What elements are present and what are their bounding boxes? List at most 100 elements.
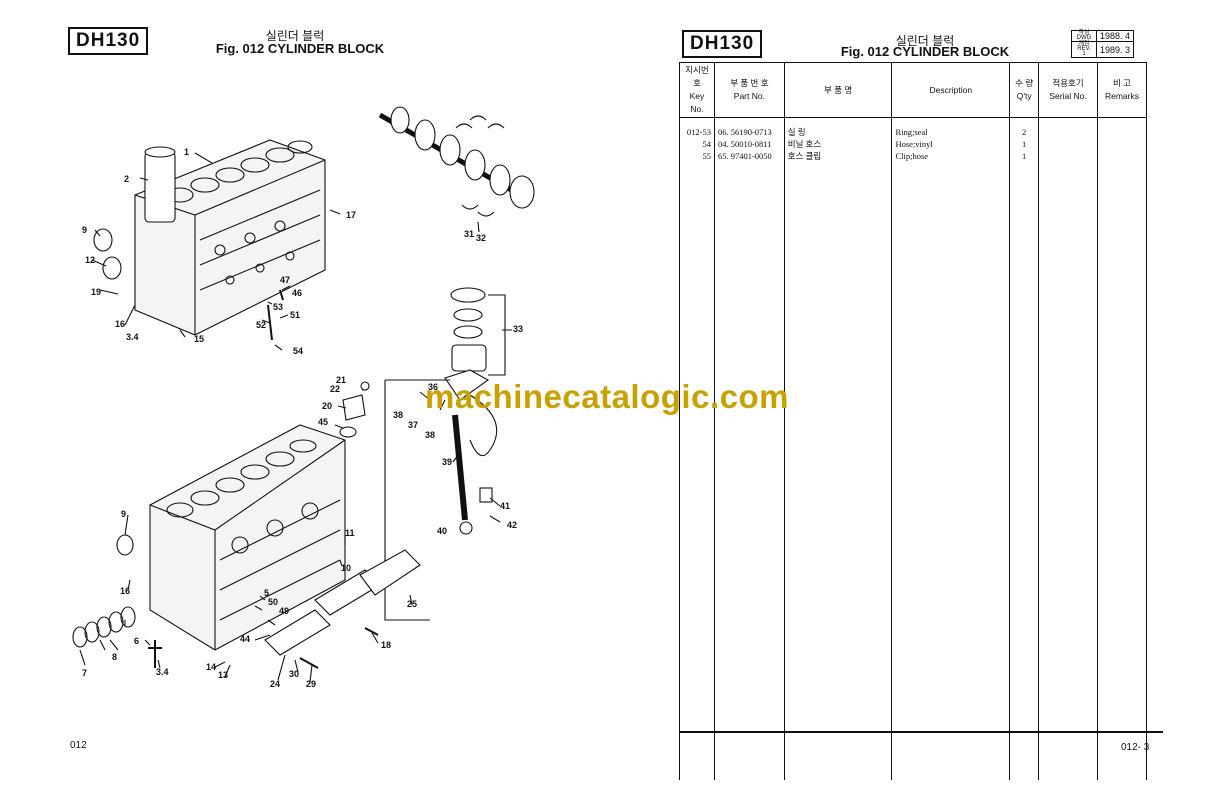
- remarks-cell: [1097, 125, 1147, 138]
- svg-text:19: 19: [91, 287, 101, 297]
- svg-text:3.4: 3.4: [156, 667, 169, 677]
- quantity-cell: 1: [1009, 137, 1040, 150]
- svg-text:45: 45: [318, 417, 328, 427]
- table-row: 55 65. 97401-0050 호스 클립 Clip;hose 1: [679, 149, 1147, 162]
- svg-text:9: 9: [121, 509, 126, 519]
- svg-text:31: 31: [464, 229, 474, 239]
- part-name-cell: 실 링: [783, 125, 893, 138]
- svg-text:3.4: 3.4: [126, 332, 139, 342]
- title-english-left: Fig. 012 CYLINDER BLOCK: [215, 41, 385, 56]
- exploded-parts-diagram: 1 2 3.4 3.4 5 6 7 8 9 9 10 11 12 13 14 1…: [72, 106, 535, 689]
- header-description: Description: [891, 62, 1011, 118]
- table-row: 012-53 06. 56190-0713 실 링 Ring;seal 2: [679, 125, 1147, 138]
- watermark: machinecatalogic.com: [425, 378, 789, 415]
- svg-text:9: 9: [82, 225, 87, 235]
- svg-text:30: 30: [289, 669, 299, 679]
- svg-text:21: 21: [336, 375, 346, 385]
- svg-text:5: 5: [264, 588, 269, 598]
- svg-text:13: 13: [218, 670, 228, 680]
- part-name-cell: 호스 클립: [783, 149, 893, 162]
- dwg-date: 1988. 4: [1095, 30, 1135, 42]
- svg-text:52: 52: [256, 320, 266, 330]
- part-no-cell: 65. 97401-0050: [713, 149, 785, 162]
- key-no-cell: 54: [679, 137, 715, 150]
- svg-text:32: 32: [476, 233, 486, 243]
- description-cell: Hose;vinyl: [891, 137, 1011, 150]
- title-korean-right: 실린더 블럭: [895, 34, 955, 48]
- svg-text:16: 16: [120, 586, 130, 596]
- svg-text:17: 17: [346, 210, 356, 220]
- svg-text:29: 29: [306, 679, 316, 689]
- svg-text:7: 7: [82, 668, 87, 678]
- svg-text:24: 24: [270, 679, 280, 689]
- svg-text:16: 16: [115, 319, 125, 329]
- svg-text:15: 15: [194, 334, 204, 344]
- svg-text:37: 37: [408, 420, 418, 430]
- serial-cell: [1038, 125, 1098, 138]
- header-part-name: 부 품 명: [783, 62, 893, 118]
- part-no-cell: 04. 50010-0811: [713, 137, 785, 150]
- svg-text:18: 18: [381, 640, 391, 650]
- svg-text:42: 42: [507, 520, 517, 530]
- model-label-left: DH130: [68, 27, 149, 55]
- svg-text:20: 20: [322, 401, 332, 411]
- serial-cell: [1038, 149, 1098, 162]
- svg-text:14: 14: [206, 662, 216, 672]
- svg-text:54: 54: [293, 346, 303, 356]
- drawing-revision-box: 작성 DWG 1988. 4 개정 REV. 1 1989. 3: [1071, 30, 1135, 58]
- svg-text:11: 11: [345, 528, 355, 538]
- rev-date: 1989. 3: [1095, 41, 1135, 58]
- svg-text:1: 1: [184, 147, 189, 157]
- quantity-cell: 2: [1009, 125, 1040, 138]
- right-page: DH130 실린더 블럭 Fig. 012 CYLINDER BLOCK 작성 …: [615, 0, 1230, 792]
- description-cell: Clip;hose: [891, 149, 1011, 162]
- svg-text:38: 38: [425, 430, 435, 440]
- remarks-cell: [1097, 149, 1147, 162]
- svg-text:25: 25: [407, 599, 417, 609]
- svg-text:50: 50: [268, 597, 278, 607]
- page-number-right: 012- 3: [1121, 742, 1150, 753]
- rev-label: 개정 REV. 1: [1071, 41, 1097, 58]
- title-english-right: Fig. 012 CYLINDER BLOCK: [840, 44, 1010, 59]
- svg-text:44: 44: [240, 634, 250, 644]
- remarks-cell: [1097, 137, 1147, 150]
- svg-text:22: 22: [330, 384, 340, 394]
- description-cell: Ring;seal: [891, 125, 1011, 138]
- svg-text:6: 6: [134, 636, 139, 646]
- svg-text:47: 47: [280, 275, 290, 285]
- svg-text:2: 2: [124, 174, 129, 184]
- page-number-left: 012: [70, 740, 87, 751]
- svg-text:10: 10: [341, 563, 351, 573]
- quantity-cell: 1: [1009, 149, 1040, 162]
- dwg-label: 작성 DWG: [1071, 30, 1097, 42]
- key-no-cell: 55: [679, 149, 715, 162]
- model-label-right: DH130: [682, 30, 763, 58]
- svg-text:46: 46: [292, 288, 302, 298]
- svg-text:53: 53: [273, 302, 283, 312]
- part-no-cell: 06. 56190-0713: [713, 125, 785, 138]
- table-row: 54 04. 50010-0811 비닐 호스 Hose;vinyl 1: [679, 137, 1147, 150]
- part-name-cell: 비닐 호스: [783, 137, 893, 150]
- title-korean-left: 실린더 블럭: [265, 29, 325, 43]
- left-page: DH130 실린더 블럭 Fig. 012 CYLINDER BLOCK: [68, 27, 535, 751]
- svg-text:36: 36: [428, 382, 438, 392]
- svg-text:39: 39: [442, 457, 452, 467]
- svg-text:33: 33: [513, 324, 523, 334]
- svg-text:38: 38: [393, 410, 403, 420]
- svg-text:41: 41: [500, 501, 510, 511]
- svg-text:8: 8: [112, 652, 117, 662]
- svg-text:12: 12: [85, 255, 95, 265]
- svg-text:49: 49: [279, 606, 289, 616]
- svg-text:51: 51: [290, 310, 300, 320]
- table-bottom-rule: [679, 731, 1163, 733]
- key-no-cell: 012-53: [679, 125, 715, 138]
- serial-cell: [1038, 137, 1098, 150]
- svg-text:40: 40: [437, 526, 447, 536]
